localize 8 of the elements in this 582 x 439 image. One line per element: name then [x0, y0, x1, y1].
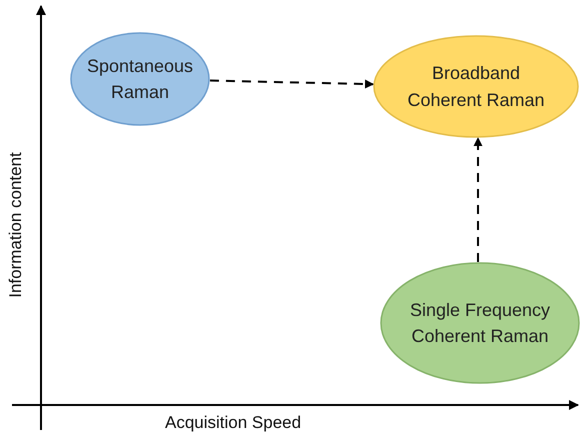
node-label: Single Frequency Coherent Raman [408, 298, 552, 348]
ellipse-node [373, 35, 579, 138]
ellipse-node [70, 32, 210, 126]
ellipse-node [380, 262, 580, 384]
node-label: Broadband Coherent Raman [406, 62, 546, 112]
node-label: Spontaneous Raman [86, 54, 194, 104]
axis-label: Information content [6, 152, 26, 298]
axis-label: Acquisition Speed [165, 413, 302, 433]
